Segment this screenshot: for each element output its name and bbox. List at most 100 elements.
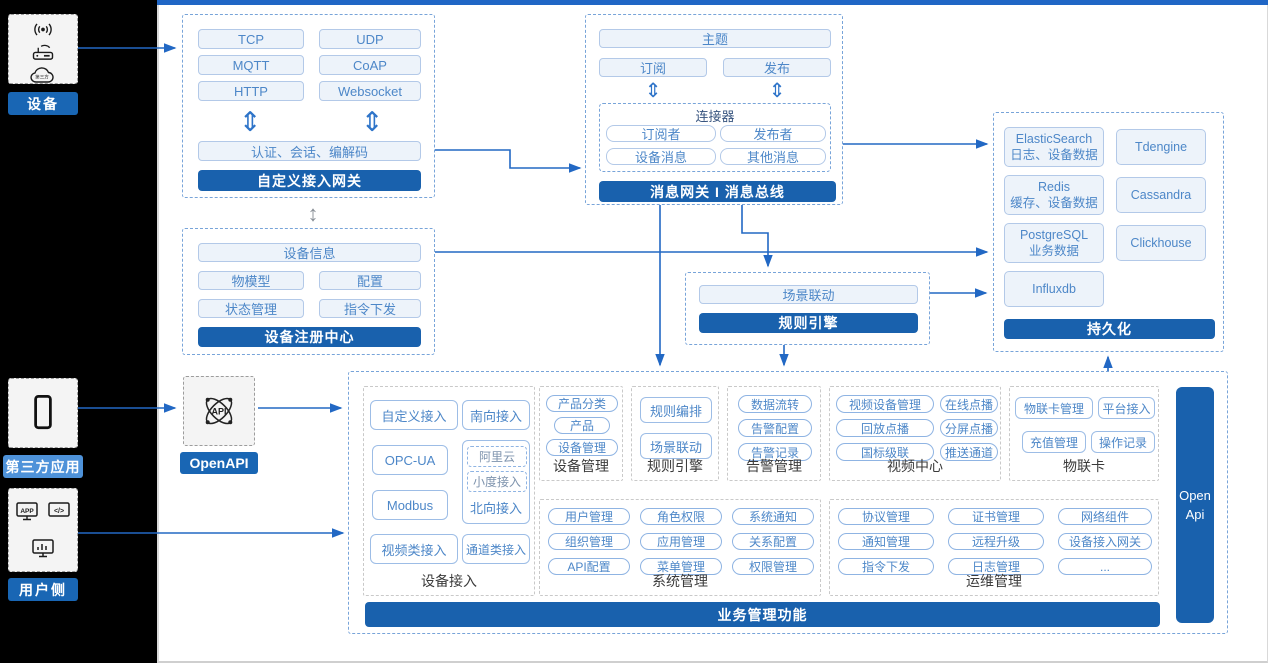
cloud-icon: 第三方: [30, 67, 54, 83]
menu-notice-mgmt: 通知管理: [838, 533, 934, 550]
openapi-icon-box: API: [183, 376, 255, 446]
menu-product: 产品: [554, 417, 610, 434]
section-label: 系统管理: [652, 573, 708, 589]
menu-cert-mgmt: 证书管理: [948, 508, 1044, 525]
protocol-coap: CoAP: [319, 55, 421, 75]
section-device-access: 自定义接入 南向接入 OPC-UA 阿里云 小度接入 北向接入 Modbus 视…: [363, 386, 535, 596]
top-accent-strip: [157, 0, 1268, 5]
protocol-websocket: Websocket: [319, 81, 421, 101]
module-modbus: Modbus: [372, 490, 448, 520]
menu-gb-cascade: 国标级联: [836, 443, 934, 461]
persistence-title-bar: 持久化: [1004, 319, 1215, 339]
store-desc: 业务数据: [1028, 244, 1079, 258]
store-postgresql: PostgreSQL 业务数据: [1004, 223, 1104, 263]
updown-gray-arrow-icon: ↕: [307, 201, 319, 226]
user-side-icon-box: APP </>: [8, 488, 78, 572]
menu-app-mgmt: 应用管理: [640, 533, 722, 550]
message-bus-title-bar: 消息网关 I 消息总线: [599, 181, 836, 202]
protocol-mqtt: MQTT: [198, 55, 304, 75]
business-box: 自定义接入 南向接入 OPC-UA 阿里云 小度接入 北向接入 Modbus 视…: [348, 371, 1228, 634]
section-alarm-management: 数据流转 告警配置 告警记录 告警管理: [727, 386, 821, 481]
custom-gateway-title-bar: 自定义接入网关: [198, 170, 421, 191]
module-channel-access: 通道类接入: [462, 534, 530, 564]
section-iot-card: 物联卡管理 平台接入 充值管理 操作记录 物联卡: [1009, 386, 1159, 481]
menu-system-notice: 系统通知: [732, 508, 814, 525]
menu-alarm-config: 告警配置: [738, 419, 812, 437]
menu-user-mgmt: 用户管理: [548, 508, 630, 525]
code-icon: </>: [48, 502, 70, 517]
northbound-label: 北向接入: [469, 501, 522, 516]
store-name: Redis: [1038, 179, 1070, 194]
store-influxdb: Influxdb: [1004, 271, 1104, 307]
radio-signal-icon: [34, 23, 52, 36]
custom-gateway-box: TCP UDP MQTT CoAP HTTP Websocket ⇕ ⇕ 认证、…: [182, 14, 435, 198]
config-box: 配置: [319, 271, 421, 290]
store-tdengine: Tdengine: [1116, 129, 1206, 165]
publish-box: 发布: [723, 58, 831, 77]
thing-model-box: 物模型: [198, 271, 304, 290]
module-aliyun: 阿里云: [467, 446, 527, 467]
updown-arrow-icon: ⇕: [644, 79, 662, 102]
menu-relation-config: 关系配置: [732, 533, 814, 550]
menu-alarm-record: 告警记录: [738, 443, 812, 461]
menu-api-config: API配置: [548, 558, 630, 575]
menu-protocol-mgmt: 协议管理: [838, 508, 934, 525]
topic-box: 主题: [599, 29, 831, 48]
store-name: PostgreSQL: [1019, 227, 1089, 242]
persistence-box: ElasticSearch 日志、设备数据 Tdengine Redis 缓存、…: [993, 112, 1224, 352]
device-badge: 设备: [8, 92, 78, 115]
section-system-management: 用户管理 角色权限 系统通知 组织管理 应用管理 关系配置 API配置 菜单管理…: [539, 499, 821, 596]
app-icon: APP: [16, 502, 38, 521]
menu-org-mgmt: 组织管理: [548, 533, 630, 550]
module-southbound: 南向接入: [462, 400, 530, 430]
menu-product-category: 产品分类: [546, 395, 618, 412]
menu-playback: 回放点播: [836, 419, 934, 437]
device-info-box: 设备信息: [198, 243, 421, 262]
open-api-vertical-bar: Open Api: [1176, 387, 1214, 623]
store-desc: 日志、设备数据: [1010, 148, 1098, 162]
protocol-http: HTTP: [198, 81, 304, 101]
section-label: 规则引擎: [647, 458, 703, 474]
openapi-badge: OpenAPI: [180, 452, 258, 474]
updown-arrow-icon: ⇕: [360, 106, 384, 137]
menu-rule-orchestration: 规则编排: [640, 397, 712, 423]
device-message-box: 设备消息: [606, 148, 716, 165]
svg-text:第三方: 第三方: [35, 74, 49, 81]
store-elasticsearch: ElasticSearch 日志、设备数据: [1004, 127, 1104, 167]
user-side-badge: 用户侧: [8, 578, 78, 601]
section-rule-engine: 规则编排 场景联动 规则引擎: [631, 386, 719, 481]
svg-text:API: API: [211, 407, 226, 417]
module-video-access: 视频类接入: [370, 534, 458, 564]
message-bus-box: 主题 订阅 发布 ⇕ ⇕ 连接器 订阅者 发布者 设备消息 其他消息 消息网关 …: [585, 14, 843, 205]
menu-scene-linkage: 场景联动: [640, 433, 712, 459]
rule-engine-title-bar: 规则引擎: [699, 313, 918, 333]
menu-video-device-mgmt: 视频设备管理: [836, 395, 934, 413]
menu-iot-card-mgmt: 物联卡管理: [1015, 397, 1093, 419]
menu-device-mgmt: 设备管理: [546, 439, 618, 456]
module-opcua: OPC-UA: [372, 445, 448, 475]
third-party-icon-box: [8, 378, 78, 448]
device-icon-box: 第三方: [8, 14, 78, 84]
menu-network-component: 网络组件: [1058, 508, 1152, 525]
section-ops-management: 协议管理 证书管理 网络组件 通知管理 远程升级 设备接入网关 指令下发 日志管…: [829, 499, 1159, 596]
connector-title: 连接器: [695, 109, 735, 124]
section-video-center: 视频设备管理 在线点播 回放点播 分屏点播 国标级联 推送通道 视频中心: [829, 386, 1001, 481]
command-dispatch-box: 指令下发: [319, 299, 421, 318]
subscribe-box: 订阅: [599, 58, 707, 77]
section-label: 运维管理: [966, 573, 1022, 589]
other-message-box: 其他消息: [720, 148, 826, 165]
router-icon: [32, 44, 54, 60]
store-cassandra: Cassandra: [1116, 177, 1206, 213]
module-custom-access: 自定义接入: [370, 400, 458, 430]
menu-remote-upgrade: 远程升级: [948, 533, 1044, 550]
connector-box: 连接器 订阅者 发布者 设备消息 其他消息: [599, 103, 831, 172]
section-label: 设备接入: [421, 573, 477, 589]
store-redis: Redis 缓存、设备数据: [1004, 175, 1104, 215]
menu-command-dispatch: 指令下发: [838, 558, 934, 575]
protocol-tcp: TCP: [198, 29, 304, 49]
publisher-box: 发布者: [720, 125, 826, 142]
menu-recharge-mgmt: 充值管理: [1022, 431, 1086, 453]
section-label: 告警管理: [746, 458, 802, 474]
chart-monitor-icon: [32, 539, 54, 558]
